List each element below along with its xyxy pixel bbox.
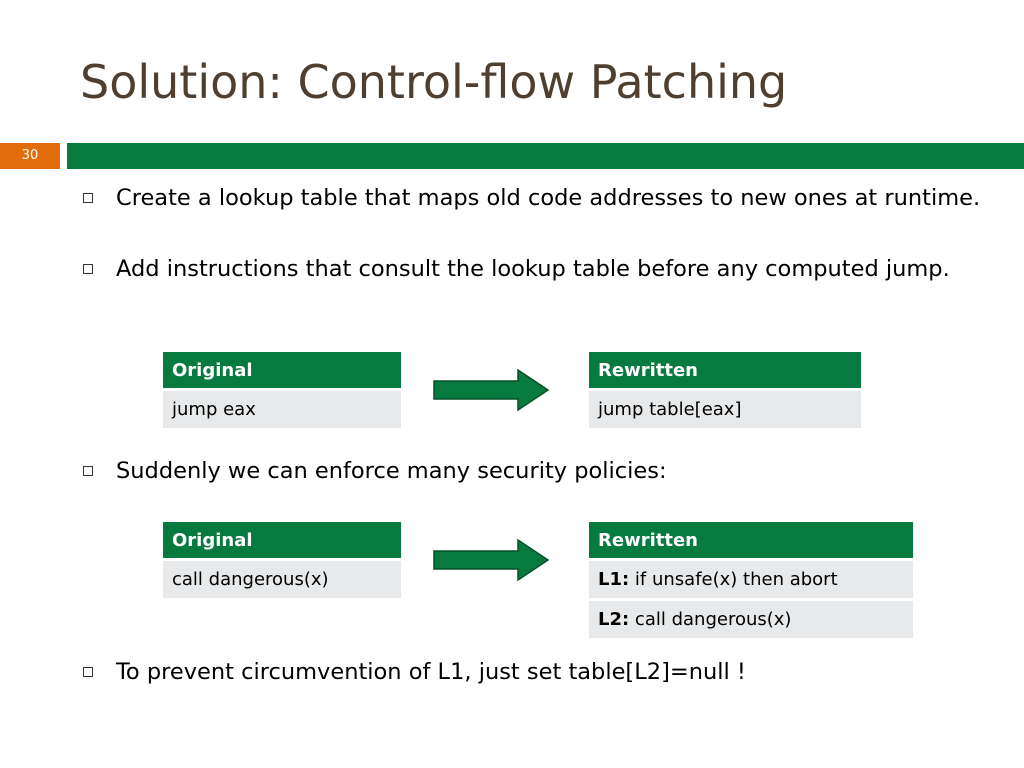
right-arrow-icon xyxy=(433,538,550,582)
hollow-square-bullet-icon xyxy=(83,193,93,203)
hollow-square-bullet-icon xyxy=(83,667,93,677)
table-header: Rewritten xyxy=(589,352,861,391)
bullet-text: Add instructions that consult the lookup… xyxy=(116,256,950,282)
right-arrow-icon xyxy=(433,368,550,412)
line-label: L1: xyxy=(598,569,630,590)
rewritten-table-2: Rewritten L1: if unsafe(x) then abort L2… xyxy=(589,522,913,638)
slide-title: Solution: Control-flow Patching xyxy=(80,55,788,109)
table-cell: L1: if unsafe(x) then abort xyxy=(589,561,913,601)
table-header: Original xyxy=(163,352,401,391)
bullet-item: Add instructions that consult the lookup… xyxy=(83,254,983,284)
table-header: Original xyxy=(163,522,401,561)
table-cell: L2: call dangerous(x) xyxy=(589,601,913,638)
original-table-2: Original call dangerous(x) xyxy=(163,522,401,598)
rewritten-table-1: Rewritten jump table[eax] xyxy=(589,352,861,428)
hollow-square-bullet-icon xyxy=(83,466,93,476)
bullet-item: To prevent circumvention of L1, just set… xyxy=(83,657,983,687)
bullet-item: Suddenly we can enforce many security po… xyxy=(83,456,983,486)
hollow-square-bullet-icon xyxy=(83,264,93,274)
header-bar xyxy=(67,143,1024,169)
table-cell: jump eax xyxy=(163,391,401,428)
bullet-text: Suddenly we can enforce many security po… xyxy=(116,458,667,484)
table-cell: call dangerous(x) xyxy=(163,561,401,598)
table-cell: jump table[eax] xyxy=(589,391,861,428)
code-text: call dangerous(x) xyxy=(629,609,792,630)
bullet-text: Create a lookup table that maps old code… xyxy=(116,185,981,211)
original-table-1: Original jump eax xyxy=(163,352,401,428)
bullet-text: To prevent circumvention of L1, just set… xyxy=(116,659,746,685)
table-header: Rewritten xyxy=(589,522,913,561)
slide-number: 30 xyxy=(0,143,60,169)
line-label: L2: xyxy=(598,609,630,630)
bullet-item: Create a lookup table that maps old code… xyxy=(83,183,983,213)
code-text: if unsafe(x) then abort xyxy=(629,569,838,590)
